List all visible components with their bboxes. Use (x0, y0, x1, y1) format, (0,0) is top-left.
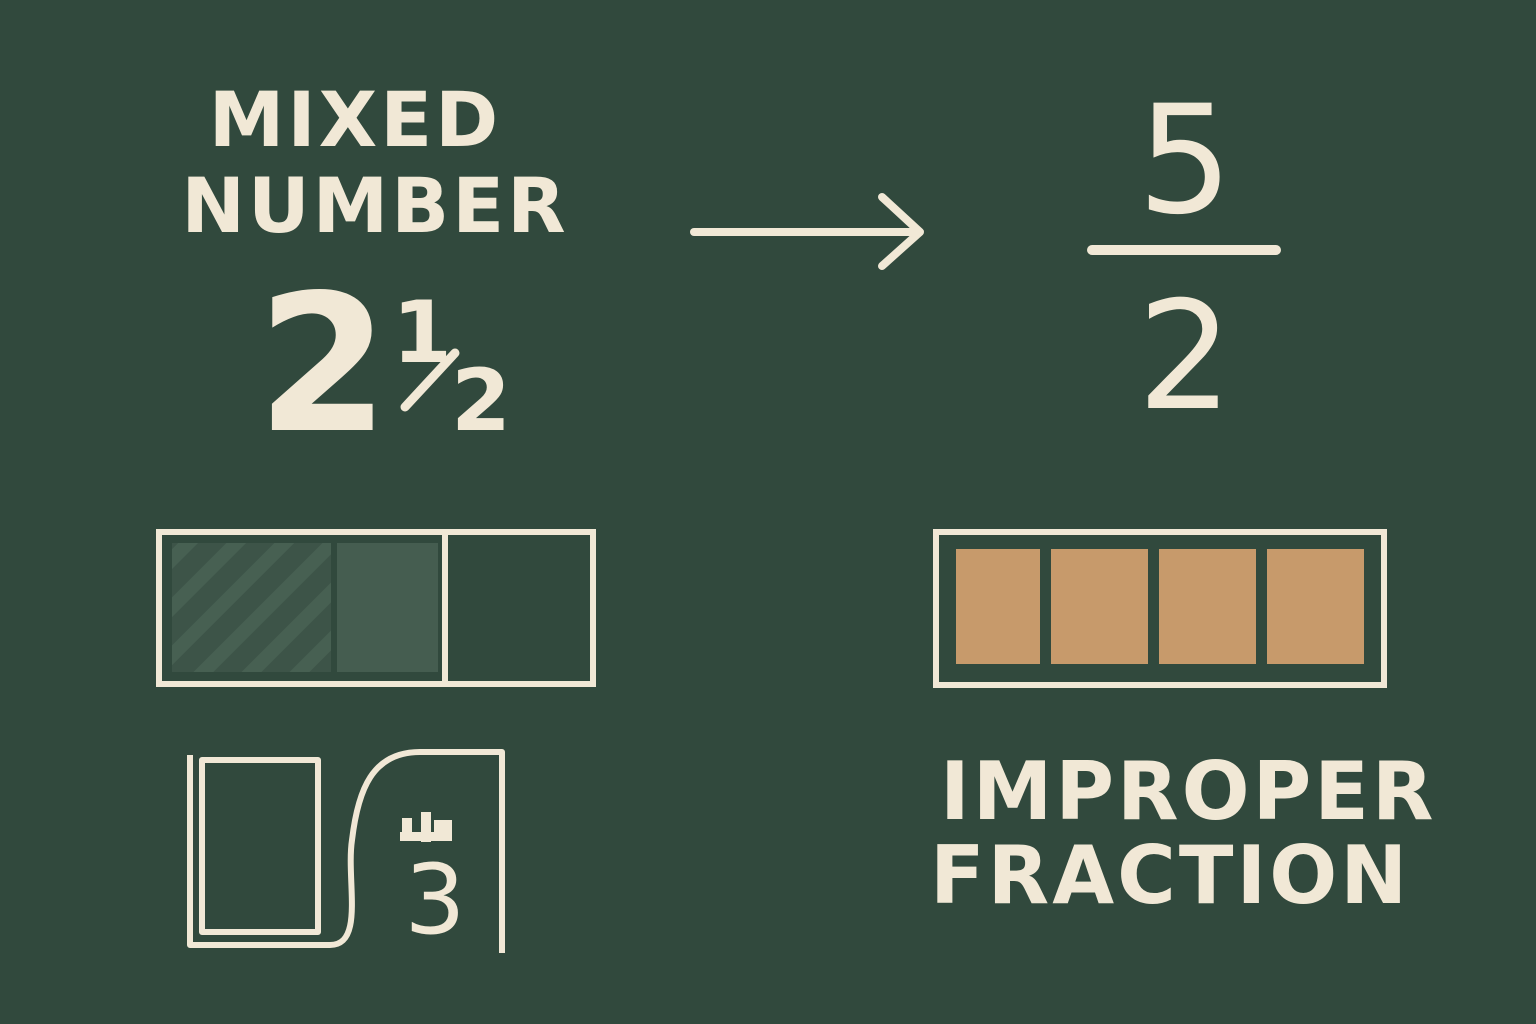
block-1 (956, 549, 1040, 664)
improper-block-model (933, 529, 1387, 688)
improper-denominator: 2 (1137, 270, 1233, 444)
mixed-fraction-slash (400, 348, 460, 412)
mixed-whole-number: 2 (256, 254, 390, 475)
bar-part-shaded (337, 543, 438, 672)
bar-part-hatched (172, 543, 331, 672)
block-3 (1159, 549, 1256, 664)
small-numerator-partial (400, 812, 452, 842)
small-fraction-denominator: 3 (404, 844, 466, 956)
improper-fraction-title-line1: IMPROPER (940, 745, 1437, 838)
block-4 (1267, 549, 1364, 664)
block-outline (933, 529, 1387, 688)
improper-numerator: 5 (1137, 74, 1233, 248)
shape-sketch (187, 749, 505, 953)
mixed-number-title-line2: NUMBER (181, 161, 569, 250)
mixed-number-title-line1: MIXED (208, 75, 502, 164)
mixed-numerator: 1 (392, 283, 452, 383)
mixed-bar-model (156, 529, 596, 687)
improper-fraction-title-line2: FRACTION (930, 829, 1411, 922)
bar-outline (156, 529, 596, 687)
mixed-denominator: 2 (451, 351, 511, 451)
block-2 (1051, 549, 1148, 664)
arrow-right-icon (690, 193, 924, 270)
